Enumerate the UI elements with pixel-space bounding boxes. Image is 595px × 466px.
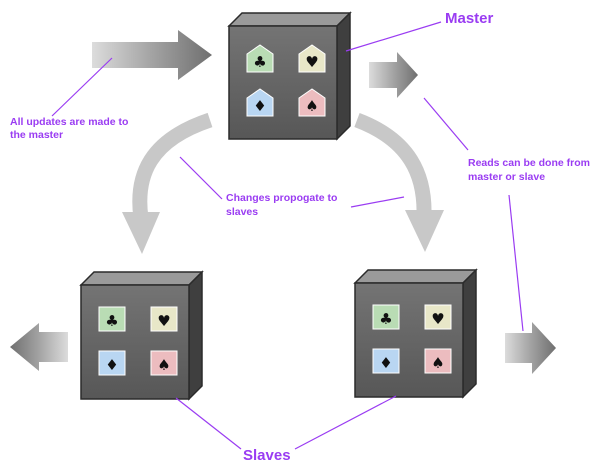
changes-leader-line-left bbox=[179, 156, 223, 200]
update-input-arrow bbox=[92, 30, 212, 80]
master-leader-line bbox=[345, 21, 442, 52]
master-box-diamond-tile bbox=[246, 88, 274, 117]
spade-icon: ♠ bbox=[305, 97, 318, 115]
heart-icon: ♥ bbox=[431, 310, 444, 328]
slave-box-right: ♣ ♥ ♦ ♠ bbox=[353, 268, 478, 399]
updates-leader-line bbox=[51, 57, 113, 117]
spade-icon: ♠ bbox=[157, 356, 170, 374]
master-box-club-tile bbox=[246, 44, 274, 73]
propagate-arrow-right bbox=[354, 112, 444, 252]
master-box: ♣ ♥ ♦ ♠ bbox=[227, 11, 352, 141]
slave-left-read-arrow bbox=[10, 323, 68, 371]
updates-label-line1: All updates are made to bbox=[10, 116, 128, 128]
reads-label-line1: Reads can be done from bbox=[468, 157, 590, 169]
changes-label-line2: slaves bbox=[226, 206, 258, 218]
reads-leader-line-top bbox=[423, 97, 469, 151]
propagate-arrow-left bbox=[122, 112, 213, 254]
master-box-spade-tile bbox=[298, 88, 326, 117]
slave-right-read-arrow bbox=[505, 322, 556, 374]
master-box-side-face bbox=[336, 11, 351, 141]
club-icon: ♣ bbox=[253, 53, 266, 71]
slave-box-left-heart-tile bbox=[150, 306, 178, 332]
slaves-leader-line-left bbox=[175, 397, 242, 450]
spade-icon: ♠ bbox=[431, 354, 444, 372]
master-label: Master bbox=[445, 10, 494, 27]
updates-label-line2: the master bbox=[10, 129, 63, 141]
slave-box-left-top-face bbox=[79, 271, 204, 286]
slave-box-left-spade-tile bbox=[150, 350, 178, 376]
slave-box-right-heart-tile bbox=[424, 304, 452, 330]
slave-box-left-diamond-tile bbox=[98, 350, 126, 376]
diamond-icon: ♦ bbox=[105, 356, 118, 374]
slaves-label: Slaves bbox=[243, 447, 291, 464]
master-read-arrow bbox=[369, 52, 418, 98]
slave-box-right-diamond-tile bbox=[372, 348, 400, 374]
master-box-top-face bbox=[227, 12, 352, 27]
reads-label-line2: master or slave bbox=[468, 171, 545, 183]
master-box-front-face bbox=[228, 25, 338, 140]
heart-icon: ♥ bbox=[305, 53, 318, 71]
slave-box-right-side-face bbox=[462, 268, 477, 399]
diamond-icon: ♦ bbox=[253, 97, 266, 115]
heart-icon: ♥ bbox=[157, 312, 170, 330]
club-icon: ♣ bbox=[379, 310, 392, 328]
slave-box-left: ♣ ♥ ♦ ♠ bbox=[79, 270, 204, 401]
club-icon: ♣ bbox=[105, 312, 118, 330]
slave-box-left-side-face bbox=[188, 270, 203, 401]
reads-leader-line-bottom bbox=[508, 194, 524, 332]
slaves-leader-line-right bbox=[294, 395, 397, 450]
slave-box-left-club-tile bbox=[98, 306, 126, 332]
slave-box-right-top-face bbox=[353, 269, 478, 284]
diamond-icon: ♦ bbox=[379, 354, 392, 372]
slave-box-left-front-face bbox=[80, 284, 190, 400]
master-box-heart-tile bbox=[298, 44, 326, 73]
changes-leader-line-right bbox=[350, 196, 405, 208]
slave-box-right-front-face bbox=[354, 282, 464, 398]
changes-label-line1: Changes propogate to bbox=[226, 192, 337, 204]
slave-box-right-club-tile bbox=[372, 304, 400, 330]
slave-box-right-spade-tile bbox=[424, 348, 452, 374]
